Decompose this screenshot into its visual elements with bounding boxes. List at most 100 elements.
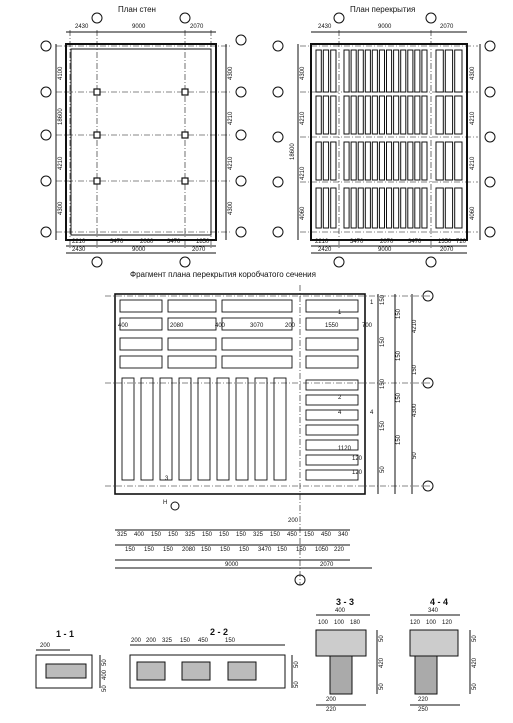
fragment-void <box>178 377 192 481</box>
sec-mark-5: 1 <box>370 300 374 306</box>
frag-bottom-small-3: 150 <box>168 532 179 538</box>
fragment-void <box>167 355 217 369</box>
fragment-void <box>167 317 217 331</box>
s44-dim-4: 50 <box>472 635 478 642</box>
frag-bottom-small-6: 150 <box>219 532 230 538</box>
s22-dim-1: 200 <box>146 638 157 644</box>
floor-slab-cell <box>414 49 421 93</box>
floor-bottom-total-0: 2420 <box>318 247 332 253</box>
fragment-void <box>305 424 359 436</box>
fragment-void <box>254 377 268 481</box>
floor-slab-cell <box>435 141 444 181</box>
floor-slab-cell <box>421 95 428 135</box>
section-3-3-drawing <box>315 614 378 706</box>
frag-right-dim-8: 4300 <box>412 403 418 417</box>
s22-dim-3: 150 <box>180 638 191 644</box>
frag-bottom-small-5: 150 <box>202 532 213 538</box>
floor-slab-cell <box>421 187 428 229</box>
floor-slab-cell <box>378 187 385 229</box>
floor-slab-cell <box>400 95 407 135</box>
frag-right-dim-2: 4210 <box>412 319 418 333</box>
walls-bottom-total-0: 2430 <box>72 247 86 253</box>
frag-bottom-small-2: 150 <box>151 532 162 538</box>
floor-bottom-dim-3: 3470 <box>408 239 422 245</box>
walls-bottom-dim-2: 2060 <box>140 239 154 245</box>
frag-right-dim-12: 50 <box>380 466 386 473</box>
s11-dim-1: 50 <box>102 659 108 666</box>
frag-right-dim-11: 50 <box>412 452 418 459</box>
floor-slab-cell <box>414 141 421 181</box>
floor-slab-cell <box>343 141 350 181</box>
floor-slab-cell <box>454 49 463 93</box>
floor-top-dim-1: 9000 <box>378 24 392 30</box>
frag-bottom-mid-2: 150 <box>163 547 174 553</box>
floor-slab-cell <box>364 141 371 181</box>
floor-slab-cell <box>393 95 400 135</box>
floor-top-dim-0: 2430 <box>318 24 332 30</box>
walls-left-dim-0: 4100 <box>58 66 64 80</box>
floor-slab-cell <box>330 49 337 93</box>
frag-bottom-small-10: 450 <box>287 532 298 538</box>
floor-slab-cell <box>407 95 414 135</box>
floor-slab-cell <box>343 49 350 93</box>
walls-bottom-dim-3: 3470 <box>167 239 181 245</box>
floor-left-dim-1: 4210 <box>300 111 306 125</box>
frag-bottom-mid-6: 150 <box>239 547 250 553</box>
frag-right-dim-0: 150 <box>380 294 386 305</box>
floor-slab-cell <box>435 187 444 229</box>
s33-dim-6: 50 <box>379 683 385 690</box>
walls-right-dim-0: 4300 <box>228 66 234 80</box>
floor-right-dim-2: 4210 <box>470 156 476 170</box>
floor-slab-cell <box>400 187 407 229</box>
s22-dim-4: 450 <box>198 638 209 644</box>
floor-slab-cell <box>330 187 337 229</box>
floor-slab-cell <box>322 187 330 229</box>
floor-slab-cell <box>343 187 350 229</box>
s44-dim-6: 50 <box>472 683 478 690</box>
section-2-2-drawing <box>129 644 293 689</box>
floor-bottom-dim-0: 2210 <box>315 239 329 245</box>
s33-dim-5: 420 <box>379 657 385 668</box>
frag-bottom-total-1: 2070 <box>320 562 334 568</box>
frag-bottom-mid-0: 150 <box>125 547 136 553</box>
floor-slab-cell <box>444 187 454 229</box>
fragment-void <box>167 337 217 351</box>
floor-slab-cell <box>350 49 357 93</box>
s44-dim-2: 100 <box>426 620 437 626</box>
frag-bottom-mid-5: 150 <box>220 547 231 553</box>
floor-slab-cell <box>350 95 357 135</box>
floor-slab-cell <box>357 95 364 135</box>
floor-slab-cell <box>371 187 378 229</box>
frag-mark-top: 200 <box>288 518 299 524</box>
fragment-void <box>119 317 163 331</box>
walls-plan-title: План стен <box>118 5 156 14</box>
sec-mark-4: 4 <box>338 410 342 416</box>
fragment-void <box>305 454 359 466</box>
sec-mark-6: 4 <box>370 410 374 416</box>
floor-bottom-dim-1: 3470 <box>350 239 364 245</box>
floor-slab-cell <box>357 49 364 93</box>
sec-mark-2: 2 <box>338 395 342 401</box>
floor-slab-cell <box>322 141 330 181</box>
frag-pt-label-0: 1120 <box>338 446 351 452</box>
fragment-void <box>273 377 287 481</box>
floor-bottom-total-2: 2070 <box>440 247 454 253</box>
sec-mark-1: 1 <box>338 310 342 316</box>
walls-left-dim-1: 18600 <box>58 108 64 125</box>
fragment-void <box>140 377 154 481</box>
fragment-void <box>305 355 359 369</box>
floor-left-dim-3: 4210 <box>300 166 306 180</box>
s11-dim-2: 400 <box>102 669 108 680</box>
floor-plan-title: План перекрытия <box>350 5 416 14</box>
s11-dim-3: 50 <box>102 685 108 692</box>
floor-slab-cell <box>315 141 322 181</box>
frag-right-dim-10: 150 <box>396 434 402 445</box>
floor-slab-cell <box>357 141 364 181</box>
floor-slab-cell <box>435 49 444 93</box>
fragment-void <box>167 299 217 313</box>
walls-left-dim-3: 4300 <box>58 201 64 215</box>
s33-dim-0: 400 <box>335 608 346 614</box>
frag-bottom-small-1: 400 <box>134 532 145 538</box>
s22-dim-0: 200 <box>131 638 142 644</box>
floor-slab-cell <box>386 49 393 93</box>
